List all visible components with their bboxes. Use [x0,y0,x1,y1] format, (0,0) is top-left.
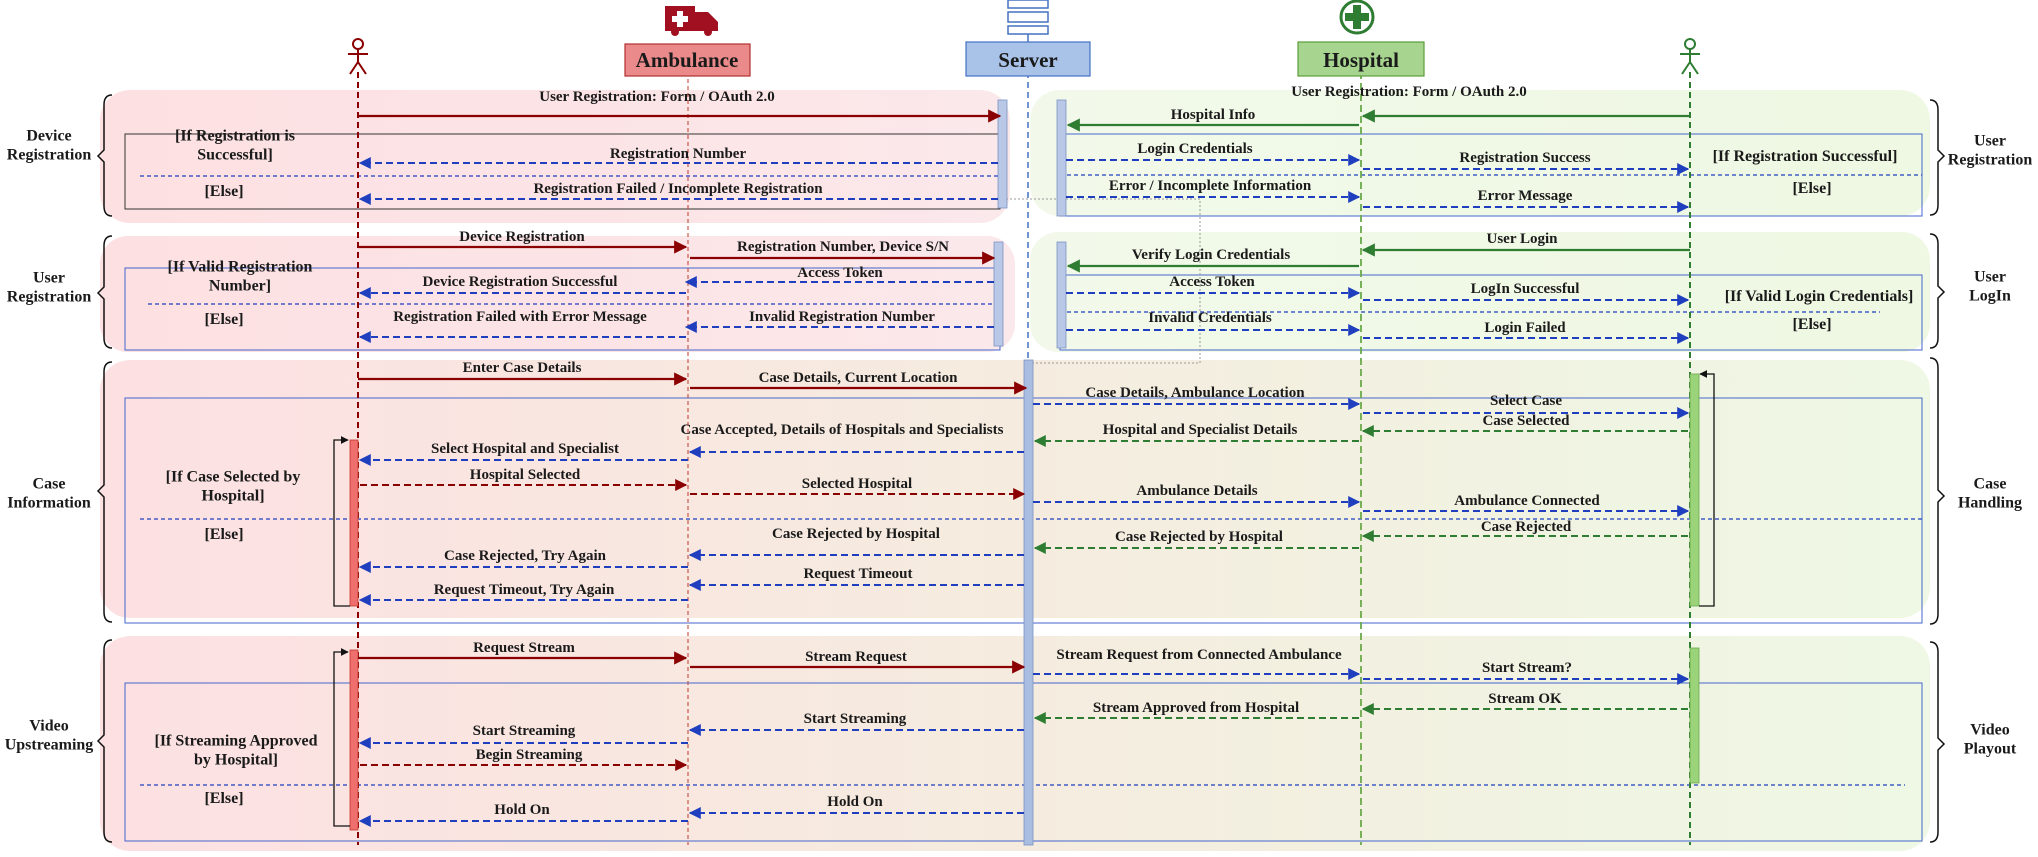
msg-r1-reg-success: Registration Success [1459,150,1590,166]
condition-else: [Else] [1792,316,1831,333]
msg-r3-ambulance-details: Ambulance Details [1136,483,1257,499]
svg-text:Server: Server [998,48,1057,72]
msg-r1-error-message: Error Message [1478,188,1573,204]
msg-r3-hosp-spec-details: Hospital and Specialist Details [1103,422,1298,438]
msg-s4-begin-streaming: Begin Streaming [476,747,583,763]
msg-s2-dev-reg-success: Device Registration Successful [423,274,618,290]
svg-text:Ambulance: Ambulance [636,48,739,72]
msg-r2-login-successful: LogIn Successful [1471,281,1580,297]
msg-s3-request-timeout: Request Timeout [803,566,912,582]
right-braces [1929,99,1946,843]
msg-r2-access-token: Access Token [1169,274,1255,290]
participant-hospital: Hospital [1297,0,1425,77]
activation-bars [349,99,1700,846]
msg-r3-case-amb-loc: Case Details, Ambulance Location [1085,385,1305,401]
section-backgrounds [100,90,1930,851]
msg-s3-select-hosp-spec: Select Hospital and Specialist [431,441,619,457]
actor-icon-right [1680,38,1700,75]
msg-r3-case-selected: Case Selected [1482,413,1570,429]
msg-s2-invalid-reg-num: Invalid Registration Number [749,309,935,325]
msg-r2-verify-login: Verify Login Credentials [1132,247,1290,263]
msg-r2-invalid-cred: Invalid Credentials [1148,310,1272,326]
msg-r4-stream-approved: Stream Approved from Hospital [1093,700,1299,716]
messages-red-dashed [360,479,1026,771]
msg-s4-request-stream: Request Stream [473,640,575,656]
msg-r1-hospital-info: Hospital Info [1171,107,1256,123]
messages-green-solid [1066,109,1690,273]
msg-s2-reg-failed-err: Registration Failed with Error Message [393,309,647,325]
msg-s2-access-token: Access Token [797,265,883,281]
message-labels: User Registration: Form / OAuth 2.0 Regi… [393,84,1600,818]
msg-r3-ambulance-connected: Ambulance Connected [1454,493,1600,509]
msg-r3-case-rejected: Case Rejected [1481,519,1572,535]
ambulance-icon [665,6,718,36]
msg-r1-login-cred: Login Credentials [1137,141,1252,157]
msg-s4-start-streaming-server: Start Streaming [804,711,907,727]
msg-s4-hold-on: Hold On [494,802,550,818]
svg-text:Hospital: Hospital [1323,48,1399,72]
left-braces [96,94,113,843]
condition-valid-login: [If Valid Login Credentials] [1725,288,1914,305]
msg-s3-case-details-loc: Case Details, Current Location [759,370,959,386]
cross-icon [1339,0,1375,35]
msg-r2-login-failed: Login Failed [1484,320,1566,336]
actor-icon-left [348,38,368,75]
msg-s3-hospital-selected: Hospital Selected [470,467,581,483]
participant-server: Server [965,0,1091,77]
else-dividers [140,174,1922,786]
msg-s4-start-streaming: Start Streaming [473,723,576,739]
condition-else: [Else] [204,311,243,328]
condition-else: [Else] [204,183,243,200]
msg-r2-user-login: User Login [1487,231,1559,247]
msg-s3-enter-case: Enter Case Details [463,360,582,376]
condition-reg-successful-right: [If Registration Successful] [1713,148,1898,165]
msg-r1-error-incomplete: Error / Incomplete Information [1109,178,1312,194]
messages-blue-dashed [358,154,1690,827]
msg-r3-case-rej-hosp: Case Rejected by Hospital [1115,529,1283,545]
msg-s3-case-accepted: Case Accepted, Details of Hospitals and … [681,422,1004,438]
msg-s1-reg-number: Registration Number [610,146,747,162]
msg-r4-stream-req-conn: Stream Request from Connected Ambulance [1056,647,1342,663]
server-icon [1007,0,1049,42]
msg-s4-stream-request: Stream Request [805,649,907,665]
msg-r4-stream-ok: Stream OK [1488,691,1562,707]
msg-s1-user-reg: User Registration: Form / OAuth 2.0 [539,89,775,105]
msg-s3-timeout-try: Request Timeout, Try Again [434,582,615,598]
condition-else: [Else] [204,526,243,543]
msg-s2-reg-num-sn: Registration Number, Device S/N [737,239,949,255]
loop-brackets [333,370,1715,827]
participant-ambulance: Ambulance [624,6,751,77]
msg-s3-case-rej-try: Case Rejected, Try Again [444,548,607,564]
msg-r3-select-case: Select Case [1490,393,1562,409]
messages-red-solid [358,109,1028,674]
msg-r4-start-stream-q: Start Stream? [1482,660,1572,676]
msg-s2-device-reg: Device Registration [459,229,585,245]
msg-s4-hold-on-server: Hold On [827,794,883,810]
msg-r1-user-reg: User Registration: Form / OAuth 2.0 [1291,84,1527,100]
dotted-connectors [1002,198,1201,364]
msg-s3-selected-hospital: Selected Hospital [802,476,912,492]
msg-s3-case-rej-hosp: Case Rejected by Hospital [772,526,940,542]
condition-else: [Else] [1792,180,1831,197]
condition-else: [Else] [204,790,243,807]
msg-s1-reg-failed: Registration Failed / Incomplete Registr… [533,181,823,197]
messages-green-dashed [1033,425,1688,724]
